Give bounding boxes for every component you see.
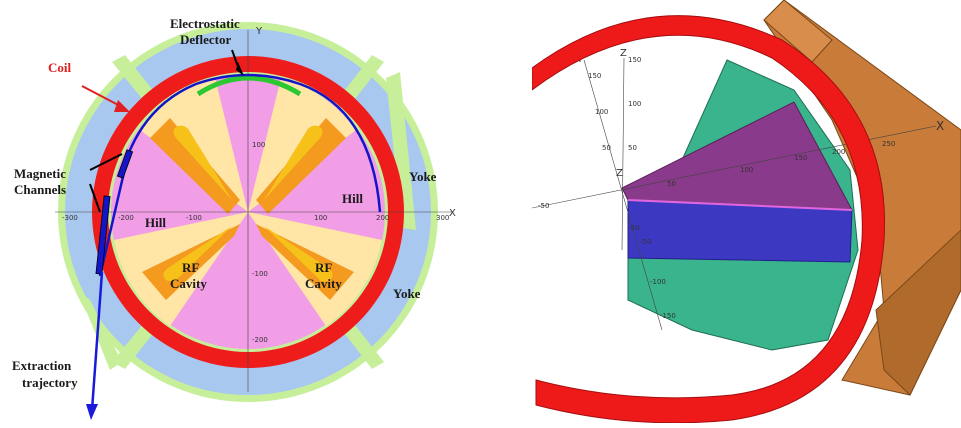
coil-pointer-head: [114, 100, 130, 112]
cyclotron-3d-view: X Y Z Z -50 50 100 150 200 250 150 100 5…: [531, 0, 961, 424]
hill-label-right: Hill: [342, 191, 363, 206]
trajectory-label: trajectory: [22, 375, 78, 390]
y-tick-label: 100: [252, 141, 265, 149]
x-tick-label: -300: [62, 214, 78, 222]
yoke-top-face: [763, 0, 833, 63]
y-tick-label: -150: [660, 312, 676, 320]
z-tick-label: 100: [628, 100, 641, 108]
electrostatic-label: Electrostatic: [170, 16, 240, 31]
magnetic-channel: [116, 149, 134, 179]
deflector-pointer-head: [236, 62, 244, 76]
y-tick-label: -200: [252, 336, 268, 344]
rf-inner: [264, 125, 323, 200]
x-tick-label: 100: [740, 166, 753, 174]
z-axis-name-origin: Z: [616, 168, 623, 179]
top-view-axes: [55, 30, 452, 392]
x-axis-name: X: [449, 208, 456, 219]
rf-cavity: [150, 118, 240, 214]
channels-label: Channels: [14, 182, 66, 197]
rf-inner: [173, 125, 232, 200]
y-axis-line: [583, 59, 663, 331]
x-tick-label: -50: [538, 202, 549, 210]
rf-inner: [163, 226, 232, 282]
coil-label: Coil: [48, 60, 72, 75]
x-tick-label: 300: [436, 214, 449, 222]
magnetic-channel: [95, 195, 111, 275]
y-tick-label: 150: [588, 72, 601, 80]
coil-ring: [531, 15, 886, 424]
hill-label-left: Hill: [145, 215, 166, 230]
x-tick-label: 250: [882, 140, 895, 148]
cyclotron-top-view: X Y -300 -200 -100 100 200 300 100 -100 …: [0, 0, 470, 423]
yoke-rib: [78, 290, 122, 370]
y-tick-label: -50: [640, 238, 651, 246]
deflector-label: Deflector: [180, 32, 231, 47]
extraction-trajectory-line: [90, 271, 104, 411]
extraction-arrowhead: [86, 404, 98, 420]
yoke-rib: [386, 72, 416, 230]
y-tick-label: 100: [595, 108, 608, 116]
y-tick-label: 50: [602, 144, 611, 152]
x-tick-label: 200: [832, 148, 845, 156]
z-axis-name: Z: [620, 48, 627, 59]
yoke-label-top: Yoke: [409, 169, 437, 184]
rf-inner: [264, 226, 333, 282]
rf-label-left: RF: [182, 260, 199, 275]
rf-cavities: [142, 118, 354, 300]
y-axis-name: Y: [255, 26, 263, 37]
z-tick-label: 150: [628, 56, 641, 64]
z-tick-label: 50: [628, 144, 637, 152]
x-tick-label: 150: [794, 154, 807, 162]
beam-trajectory: [98, 73, 382, 277]
z-axis-line: [621, 57, 625, 251]
cavity-label-right: Cavity: [305, 276, 342, 291]
3d-view-svg: X Y Z Z -50 50 100 150 200 250 150 100 5…: [531, 0, 961, 424]
x-tick-label: -100: [186, 214, 202, 222]
z-tick-label: -50: [628, 224, 639, 232]
yoke-label-bottom: Yoke: [393, 286, 421, 301]
hill-edge: [627, 199, 853, 211]
channel-pointer: [89, 153, 123, 171]
electrostatic-deflector: [196, 75, 302, 97]
channel-pointer: [89, 183, 101, 213]
x-tick-label: 200: [376, 214, 389, 222]
y-tick-label: -100: [650, 278, 666, 286]
extraction-label: Extraction: [12, 358, 72, 373]
rf-cavity: [256, 118, 346, 214]
x-tick-label: -200: [118, 214, 134, 222]
yoke-side-face: [875, 229, 961, 396]
magnetic-label: Magnetic: [14, 166, 66, 181]
rf-label-right: RF: [315, 260, 332, 275]
top-view-svg: X Y -300 -200 -100 100 200 300 100 -100 …: [12, 16, 456, 420]
x-axis-name: X: [936, 119, 944, 133]
x-tick-label: 50: [667, 180, 676, 188]
x-tick-label: 100: [314, 214, 327, 222]
y-tick-label: -100: [252, 270, 268, 278]
cavity-label-left: Cavity: [170, 276, 207, 291]
